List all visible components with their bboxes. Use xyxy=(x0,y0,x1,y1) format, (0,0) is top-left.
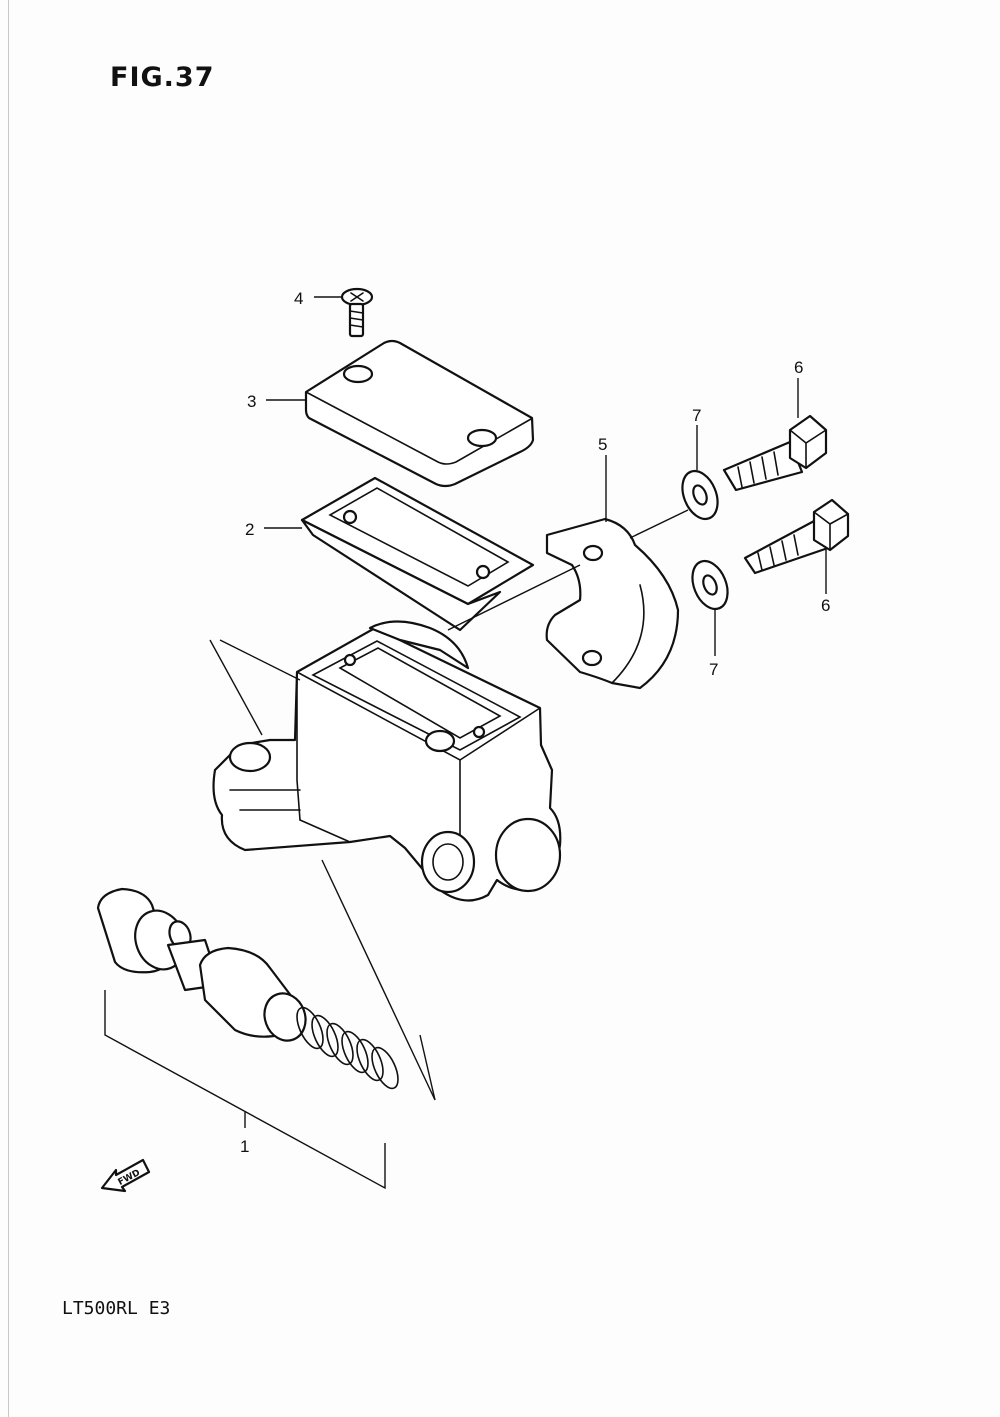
callout-3: 3 xyxy=(247,392,256,411)
figure-title: FIG.37 xyxy=(110,62,215,93)
callout-5: 5 xyxy=(598,435,607,454)
part-2-diaphragm[interactable] xyxy=(300,476,535,632)
part-3-reservoir-cap[interactable] xyxy=(304,339,535,488)
part-1-group-bracket xyxy=(104,990,386,1190)
assembly-guide-lines xyxy=(209,509,689,1101)
callout-7-lower: 7 xyxy=(709,660,718,679)
forward-arrow-icon: FWD xyxy=(100,1158,151,1193)
callout-leaders xyxy=(264,296,827,656)
part-1-piston-assembly[interactable] xyxy=(96,887,403,1092)
part-1-spring xyxy=(296,1006,399,1090)
callout-6-lower: 6 xyxy=(821,596,830,615)
callout-6-upper: 6 xyxy=(794,358,803,377)
callout-7-upper: 7 xyxy=(692,406,701,425)
scan-edge-line xyxy=(8,0,9,1417)
callout-1: 1 xyxy=(240,1137,249,1156)
part-6-bolt-lower[interactable] xyxy=(743,498,850,575)
part-7-washer-lower[interactable] xyxy=(686,556,734,614)
model-code: LT500RL E3 xyxy=(62,1298,171,1319)
callout-2: 2 xyxy=(245,520,254,539)
master-cylinder-body[interactable] xyxy=(212,620,562,902)
callout-4: 4 xyxy=(294,289,303,308)
part-7-washer-upper[interactable] xyxy=(676,466,724,524)
part-6-bolt-upper[interactable] xyxy=(722,414,828,492)
part-4-screw[interactable] xyxy=(340,287,374,338)
part-5-handlebar-clamp[interactable] xyxy=(545,517,680,690)
